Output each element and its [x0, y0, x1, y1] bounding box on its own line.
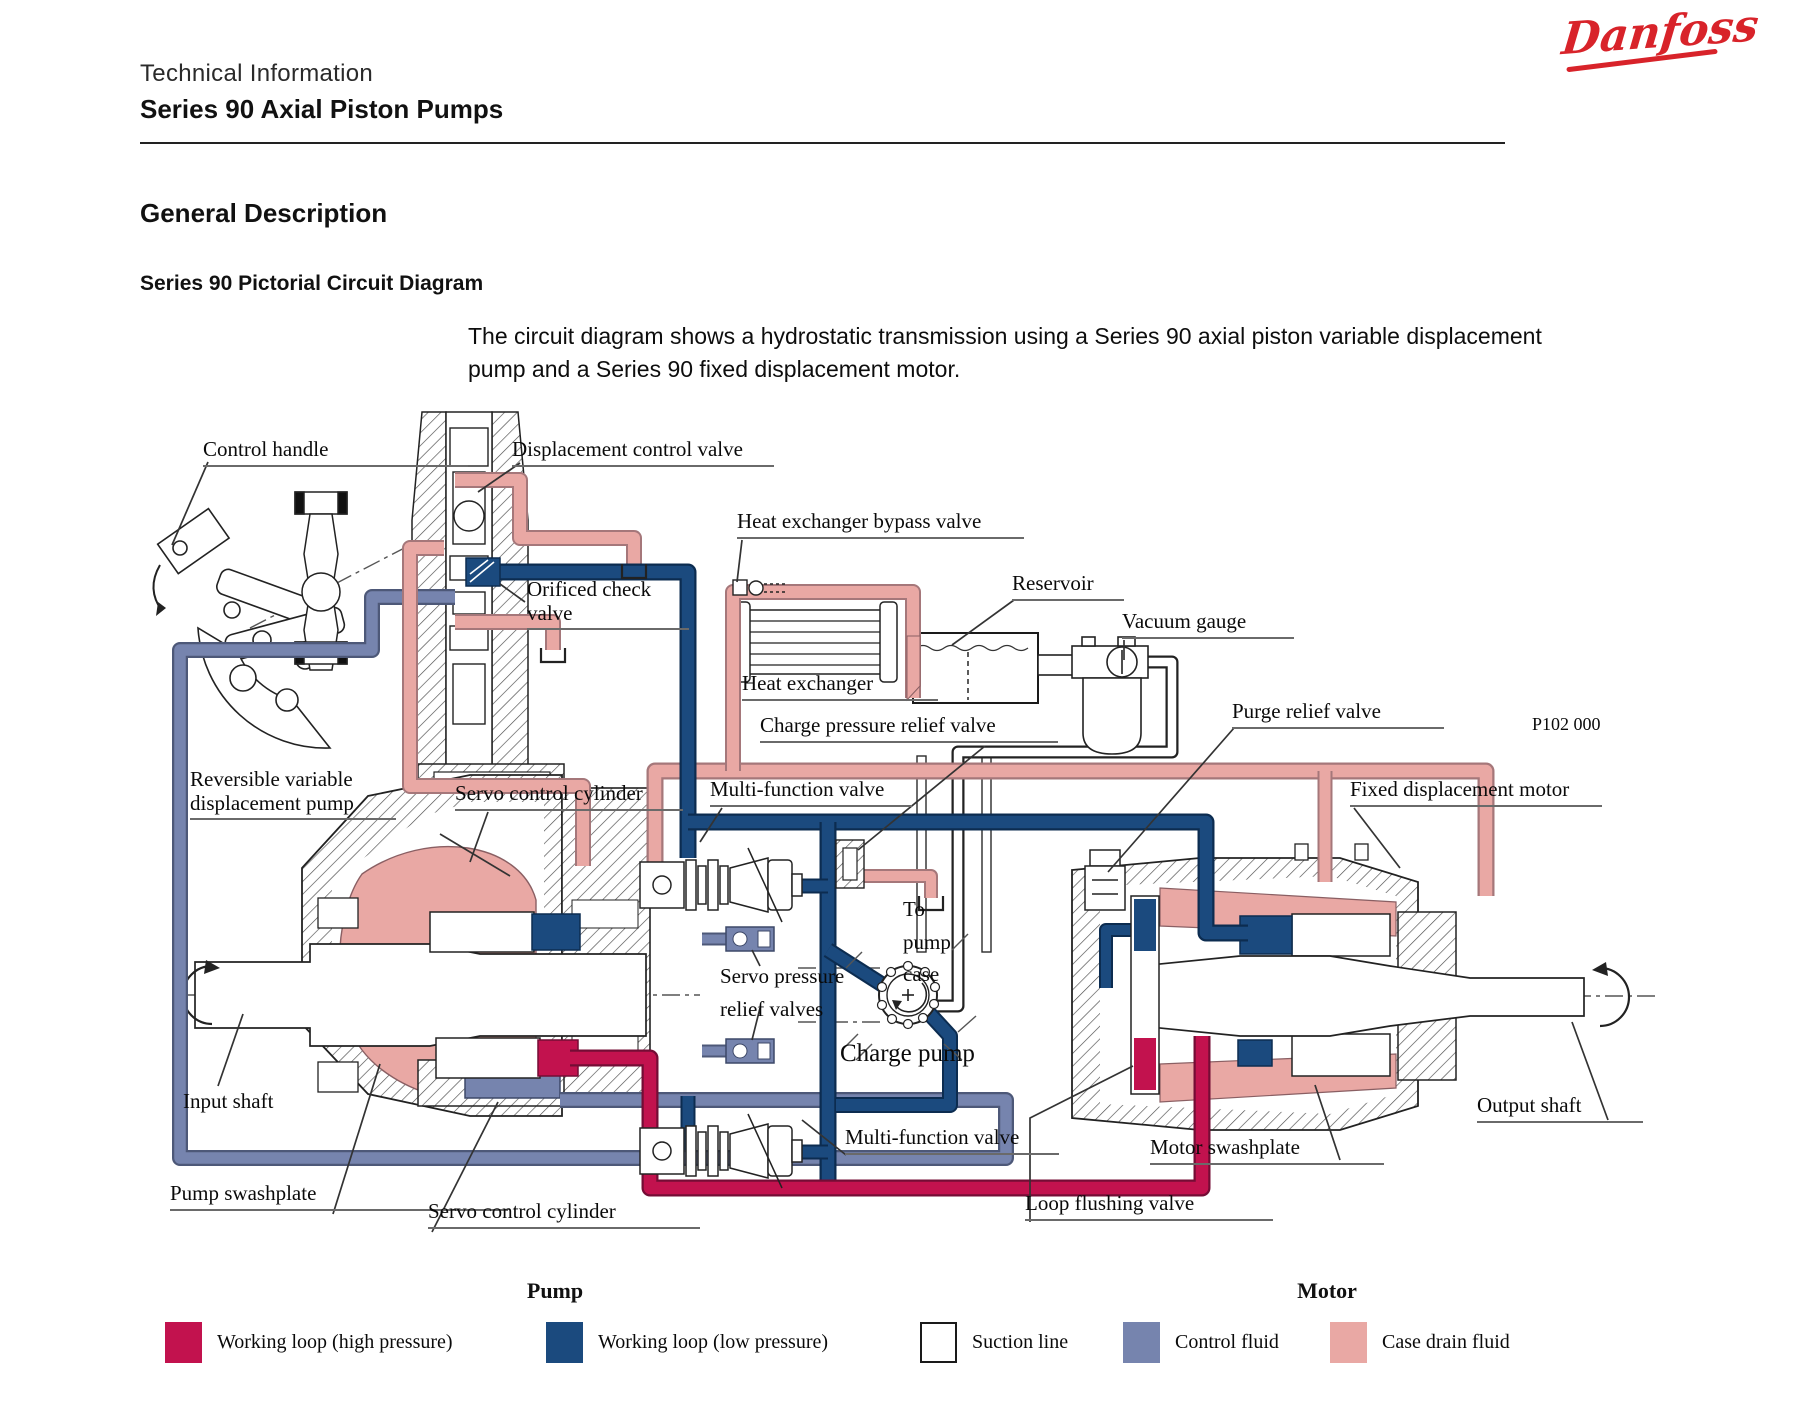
- multi-function-valve-lower: [639, 1113, 803, 1189]
- label-vacuum-gauge: Vacuum gauge: [1122, 609, 1294, 639]
- drain-symbols: [539, 564, 945, 912]
- doc-type: Technical Information: [140, 60, 374, 87]
- loop-flushing-valve-glyph: [1130, 895, 1160, 1095]
- filter-vacuum-gauge: [1037, 636, 1149, 755]
- pump-assembly: [181, 763, 651, 1117]
- label-orificed-check-valve: Orificed check valve: [527, 577, 689, 631]
- legend-item-suction-line: Suction line: [920, 1321, 1068, 1363]
- legend-item-working-loop-high: Working loop (high pressure): [165, 1321, 453, 1363]
- label-charge-pressure-relief-valve: Charge pressure relief valve: [760, 713, 1058, 743]
- heat-exchanger-bypass-valve-glyph: [732, 579, 786, 596]
- label-heat-exchanger: Heat exchanger: [742, 671, 938, 701]
- caption-motor: Motor: [1297, 1278, 1357, 1303]
- caption-pump: Pump: [526, 1278, 584, 1303]
- label-to-pump-case: To pump case: [903, 897, 951, 987]
- figure-ref-code: P102 000: [1532, 714, 1601, 734]
- label-charge-pump: Charge pump: [840, 1040, 975, 1067]
- legend-item-case-drain-fluid: Case drain fluid: [1330, 1321, 1510, 1363]
- label-reservoir: Reservoir: [1012, 571, 1124, 601]
- label-output-shaft: Output shaft: [1477, 1093, 1643, 1123]
- label-pump-swashplate: Pump swashplate: [170, 1181, 508, 1211]
- label-motor-swashplate: Motor swashplate: [1150, 1135, 1384, 1165]
- label-input-shaft: Input shaft: [183, 1089, 274, 1113]
- legend-label-control-fluid: Control fluid: [1175, 1330, 1279, 1353]
- servo-pressure-relief-valve-upper: [725, 926, 775, 952]
- legend-swatch-high-pressure: [165, 1321, 202, 1363]
- figure-heading: Series 90 Pictorial Circuit Diagram: [140, 272, 484, 295]
- intro-line-2: pump and a Series 90 fixed displacement …: [468, 356, 961, 383]
- charge-pressure-relief-valve-glyph: [835, 839, 865, 889]
- multi-function-valve-upper: [639, 847, 803, 923]
- legend-item-working-loop-low: Working loop (low pressure): [546, 1321, 828, 1363]
- label-multi-function-valve-bottom: Multi-function valve: [845, 1125, 1059, 1155]
- legend-swatch-case-drain: [1330, 1321, 1367, 1363]
- label-fixed-displacement-motor: Fixed displacement motor: [1350, 777, 1602, 807]
- label-servo-pressure-relief-valves: Servo pressure relief valves: [720, 964, 845, 1021]
- servo-pressure-relief-valve-lower: [725, 1038, 775, 1064]
- label-loop-flushing-valve: Loop flushing valve: [1025, 1191, 1273, 1221]
- label-multi-function-valve-top: Multi-function valve: [710, 777, 912, 807]
- label-purge-relief-valve: Purge relief valve: [1232, 699, 1444, 729]
- heat-exchanger-body: [732, 601, 898, 683]
- legend-label-suction-line: Suction line: [972, 1330, 1069, 1353]
- label-reversible-variable-displacement-pump: Reversible variable displacement pump: [190, 767, 396, 821]
- charge-pump-glyph: [841, 933, 977, 1061]
- label-displacement-control-valve: Displacement control valve: [512, 437, 774, 467]
- legend-swatch-low-pressure: [546, 1321, 583, 1363]
- legend-swatch-suction-line: [920, 1321, 957, 1363]
- legend-item-control-fluid: Control fluid: [1123, 1321, 1279, 1363]
- label-control-handle: Control handle: [203, 437, 468, 467]
- header-rule: [140, 142, 1505, 144]
- reservoir-tank: [912, 632, 1039, 704]
- purge-relief-valve-glyph: [1084, 849, 1126, 911]
- label-heat-exchanger-bypass-valve: Heat exchanger bypass valve: [737, 509, 1024, 539]
- page-title: Series 90 Axial Piston Pumps: [140, 94, 504, 124]
- piping: [172, 472, 1495, 1197]
- intro-paragraph: The circuit diagram shows a hydrostatic …: [468, 320, 1758, 386]
- legend-swatch-control-fluid: [1123, 1321, 1160, 1363]
- reservoir-fill-stream: [906, 635, 921, 702]
- legend-label-high-pressure: Working loop (high pressure): [217, 1330, 453, 1353]
- label-servo-control-cylinder-bottom: Servo control cylinder: [428, 1199, 700, 1229]
- suction-line: [936, 655, 1179, 1013]
- legend-label-low-pressure: Working loop (low pressure): [598, 1330, 829, 1353]
- section-heading: General Description: [140, 198, 388, 228]
- legend-label-case-drain: Case drain fluid: [1382, 1330, 1510, 1353]
- orificed-check-valve-glyph: [465, 557, 501, 587]
- label-servo-control-cylinder-top: Servo control cylinder: [455, 781, 683, 811]
- intro-line-1: The circuit diagram shows a hydrostatic …: [468, 323, 1542, 349]
